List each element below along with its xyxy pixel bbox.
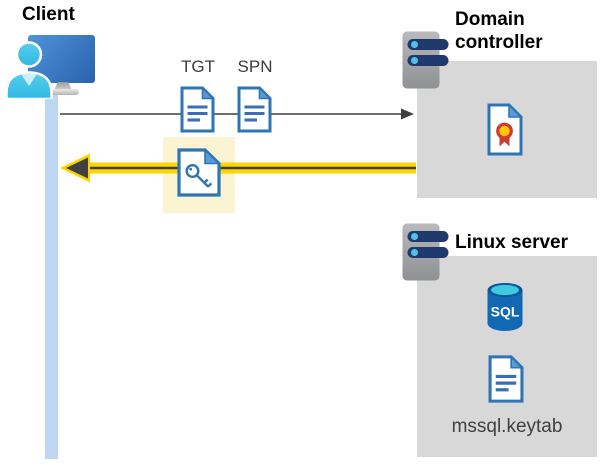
- client-timeline-bar: [45, 95, 58, 459]
- response-arrow-icon: [60, 153, 416, 183]
- linux-server-label: Linux server: [455, 232, 568, 253]
- client-label: Client: [22, 4, 75, 25]
- keytab-file-label: mssql.keytab: [451, 416, 563, 437]
- sql-database-icon: SQL: [487, 283, 523, 331]
- domain-controller-server-icon: [402, 31, 449, 89]
- sql-label: SQL: [491, 304, 520, 320]
- tgt-label: TGT: [181, 57, 215, 76]
- user-icon: [5, 41, 53, 99]
- key-document-icon: [177, 148, 221, 197]
- spn-ticket-document-icon: [237, 86, 272, 133]
- linux-server-icon: [402, 223, 449, 281]
- domain-controller-label: Domain controller: [455, 9, 543, 54]
- monitor-stand-neck: [54, 82, 72, 90]
- certificate-icon: [487, 103, 523, 156]
- spn-label: SPN: [237, 57, 273, 76]
- keytab-document-icon: [488, 354, 524, 403]
- tgt-ticket-document-icon: [180, 86, 215, 133]
- monitor-stand-base: [47, 89, 79, 95]
- request-arrow-icon: [60, 108, 414, 120]
